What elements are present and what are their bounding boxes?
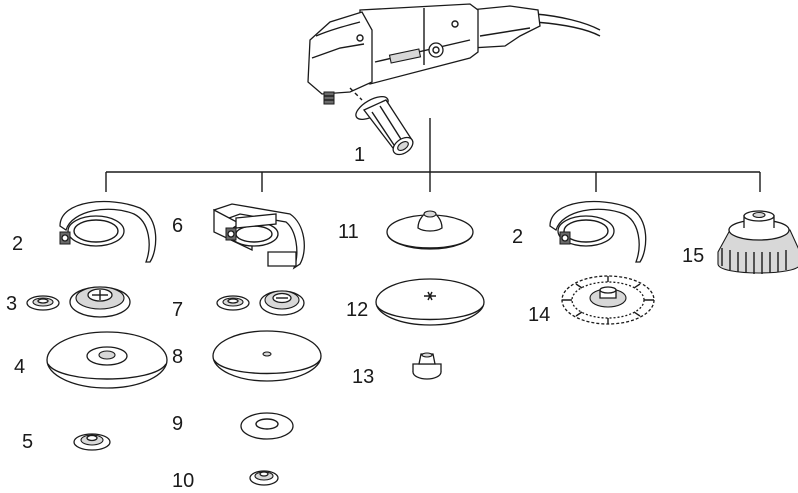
wheel-guard-6 (213, 203, 305, 270)
side-handle (349, 87, 414, 156)
grinding-disc-4 (46, 331, 168, 389)
wire-wheel-14 (561, 275, 655, 325)
rating-plate (388, 48, 422, 64)
flange-small-7 (216, 295, 250, 311)
backing-flange-3 (69, 286, 131, 318)
backing-pad-11 (386, 210, 474, 250)
angle-grinder (307, 3, 601, 105)
label-13: 13 (352, 366, 374, 388)
label-3: 3 (6, 293, 17, 315)
clamping-nut-10 (249, 470, 279, 486)
gear-head (307, 11, 373, 95)
sanding-disc-12 (375, 278, 485, 326)
switch-knob (428, 42, 444, 58)
label-1: 1 (354, 144, 365, 166)
guard-collar (67, 215, 125, 247)
label-5: 5 (22, 431, 33, 453)
connector-tree (105, 118, 761, 192)
label-14: 14 (528, 304, 550, 326)
label-8: 8 (172, 346, 183, 368)
label-2-left: 2 (12, 233, 23, 255)
label-7: 7 (172, 299, 183, 321)
flange-small-3 (26, 295, 60, 311)
label-9: 9 (172, 413, 183, 435)
label-6: 6 (172, 215, 183, 237)
clamping-nut-5 (73, 433, 111, 451)
label-15: 15 (682, 245, 704, 267)
motor-housing (359, 3, 479, 85)
backing-flange-7 (259, 290, 305, 316)
cutting-disc-8 (212, 330, 322, 382)
label-12: 12 (346, 299, 368, 321)
wheel-guard-left (59, 200, 157, 263)
rear-handle (469, 5, 541, 49)
wheel-guard-right (549, 200, 647, 263)
label-10: 10 (172, 470, 194, 492)
spindle (323, 91, 335, 105)
power-cable (534, 13, 601, 31)
clamping-nut-13 (412, 352, 442, 380)
cup-brush-15 (717, 210, 798, 274)
spacer-9 (240, 412, 294, 440)
label-2-right: 2 (512, 226, 523, 248)
label-11: 11 (338, 221, 359, 243)
label-4: 4 (14, 356, 25, 378)
